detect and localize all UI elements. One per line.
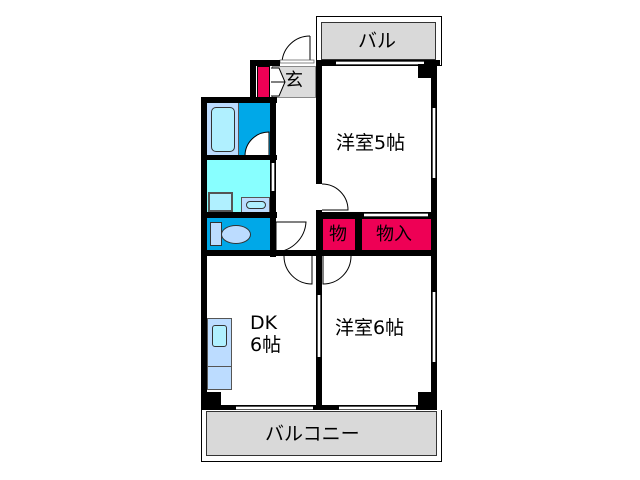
dk-room: DK 6帖: [207, 256, 316, 406]
sliding-door-dk-room6: [317, 295, 321, 357]
wall-corridor-right-upper: [316, 60, 322, 184]
wall-entrance-top: [250, 60, 280, 66]
wall-storage-divider: [356, 216, 361, 253]
dk-label-line2: 6帖: [250, 334, 282, 356]
bathroom-door-icon: [244, 131, 270, 157]
entrance-step-icon: [271, 67, 286, 97]
entrance-door-icon: [279, 35, 315, 64]
western-room-5-label: 洋室5帖: [336, 132, 406, 154]
balcony-bottom: バルコニー: [206, 411, 437, 456]
washroom-opening: [271, 163, 275, 191]
kitchen-stove-divider: [207, 366, 232, 367]
wall-middle: [201, 250, 437, 256]
room6-door-icon: [322, 255, 352, 285]
storage-closet-label: 物入: [376, 224, 412, 245]
shoe-cabinet: [257, 66, 270, 98]
western-room-6-label: 洋室6帖: [335, 317, 405, 339]
room5-door-icon: [321, 183, 349, 211]
western-room-5: 洋室5帖: [322, 66, 432, 212]
closet-door-track: [364, 213, 428, 217]
wall-wet-left: [201, 97, 207, 257]
wall-wet-top: [201, 97, 277, 103]
wall-corner: [418, 64, 432, 78]
dk-door-icon: [283, 255, 313, 285]
storage-small-label: 物: [329, 224, 347, 245]
wall-bath-wash: [201, 155, 277, 160]
western-room-6: 洋室6帖: [322, 256, 432, 406]
bathtub-icon: [211, 107, 235, 152]
washing-machine-icon: [208, 192, 233, 212]
storage-closet: 物入: [361, 218, 432, 251]
wall-bottom: [201, 405, 437, 411]
window-room6-bottom: [339, 406, 416, 410]
wall-left-lower: [201, 250, 207, 410]
window-dk-bottom: [236, 406, 313, 410]
kitchen-sink-icon: [212, 325, 227, 347]
wall-corner-dk: [207, 392, 221, 406]
window-room6-right: [432, 292, 436, 362]
window-room5-right: [432, 108, 436, 178]
wall-wash-toilet: [201, 212, 277, 218]
wall-corner-room6: [418, 392, 432, 406]
dk-label-line1: DK: [250, 312, 278, 334]
balcony-top-label: バル: [358, 30, 397, 52]
wall-entrance-left: [250, 60, 256, 102]
sink-icon: [246, 201, 266, 209]
toilet-bowl-icon: [221, 225, 251, 244]
storage-small: 物: [322, 218, 356, 251]
entrance-label: 玄: [285, 70, 303, 91]
balcony-bottom-label: バルコニー: [265, 423, 360, 445]
balcony-top: バル: [321, 22, 436, 60]
window-balcony-top: [336, 61, 424, 65]
